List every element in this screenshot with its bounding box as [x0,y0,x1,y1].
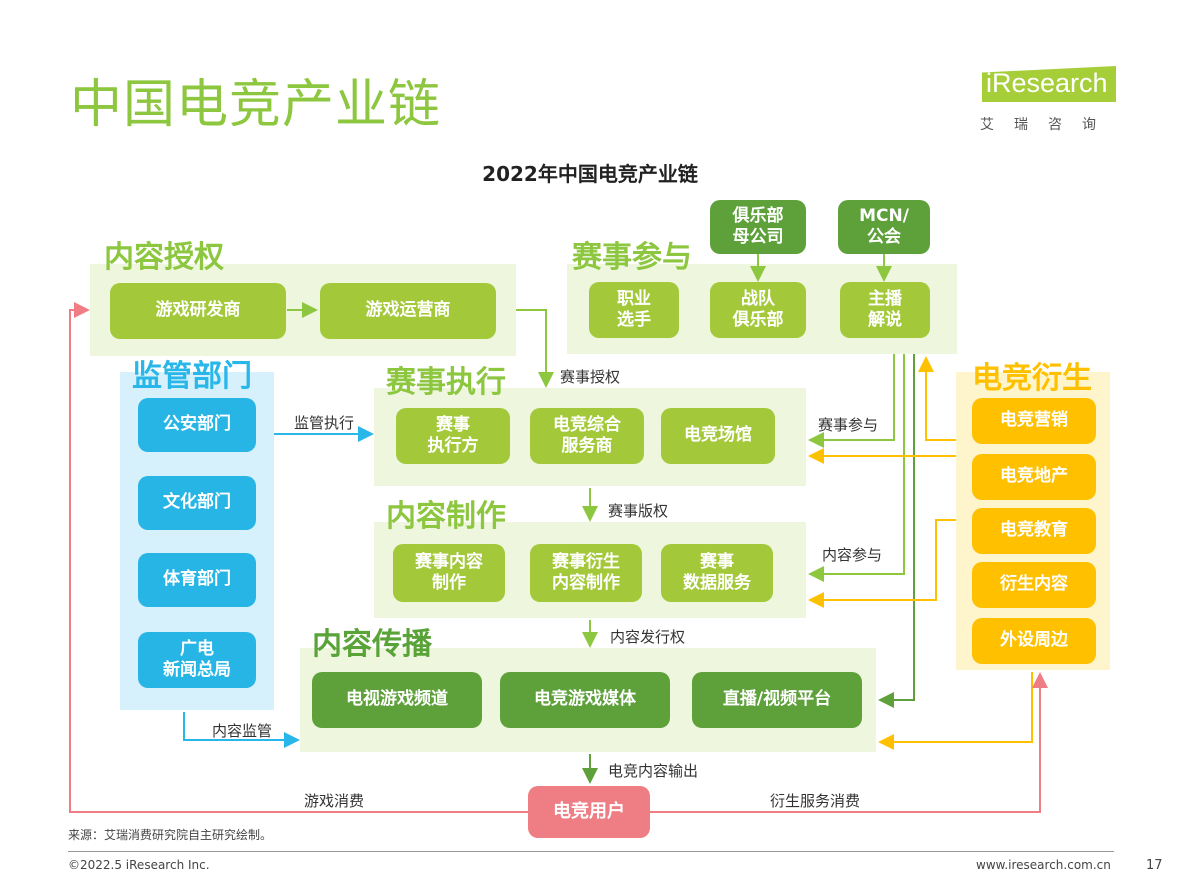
node-culture-department: 文化部门 [138,476,256,530]
node-game-operator: 游戏运营商 [320,283,496,339]
node-club-parent-company: 俱乐部 母公司 [710,200,806,254]
node-tv-game-channel: 电视游戏频道 [312,672,482,728]
logo-subtitle: 艾瑞咨询 [980,117,1116,133]
label-content-distribution-right: 内容发行权 [610,628,686,646]
diagram-title: 2022年中国电竞产业链 [482,162,698,186]
node-mcn-guild: MCN/ 公会 [838,200,930,254]
page-number: 17 [1146,858,1163,873]
label-content-participation: 内容参与 [822,546,883,564]
node-sports-department: 体育部门 [138,553,256,607]
node-streamer-commentator: 主播 解说 [840,282,930,338]
node-esports-game-media: 电竞游戏媒体 [500,672,670,728]
source-note: 来源：艾瑞消费研究院自主研究绘制。 [68,828,273,842]
label-event-license: 赛事授权 [560,368,621,386]
section-title-derivatives: 电竞衍生 [972,361,1092,396]
section-title-content-distribution: 内容传播 [312,627,432,662]
page-title: 中国电竞产业链 [70,75,442,135]
section-title-event-execution: 赛事执行 [386,365,506,400]
label-game-consumption: 游戏消费 [304,792,365,810]
node-derivative-content-production: 赛事衍生 内容制作 [530,544,642,602]
node-esports-real-estate: 电竞地产 [972,454,1096,500]
node-esports-venue: 电竞场馆 [661,408,775,464]
section-title-content-production: 内容制作 [386,499,506,534]
node-pro-player: 职业 选手 [589,282,679,338]
node-derivative-content: 衍生内容 [972,562,1096,608]
label-event-participation: 赛事参与 [818,416,879,434]
node-event-data-service: 赛事 数据服务 [661,544,773,602]
node-live-video-platform: 直播/视频平台 [692,672,862,728]
logo-bar [982,66,1116,102]
label-event-copyright: 赛事版权 [608,502,669,520]
section-title-event-participation: 赛事参与 [572,240,692,275]
node-public-security: 公安部门 [138,398,256,452]
node-esports-marketing: 电竞营销 [972,398,1096,444]
node-event-content-production: 赛事内容 制作 [393,544,505,602]
logo-text: iResearch [986,68,1108,98]
label-derivative-consumption: 衍生服务消费 [770,792,861,810]
node-radio-tv-administration: 广电 新闻总局 [138,632,256,688]
copyright: ©2022.5 iResearch Inc. [68,858,210,872]
node-peripherals: 外设周边 [972,618,1096,664]
footer-divider [68,851,1114,852]
node-event-executor: 赛事 执行方 [396,408,510,464]
label-regulation-execution: 监管执行 [294,414,355,432]
node-esports-education: 电竞教育 [972,508,1096,554]
node-esports-service-provider: 电竞综合 服务商 [530,408,644,464]
website-link[interactable]: www.iresearch.com.cn [976,858,1111,872]
section-title-content-license: 内容授权 [104,240,224,275]
node-esports-users: 电竞用户 [528,786,650,838]
label-content-supervision: 内容监管 [212,722,273,740]
node-game-developer: 游戏研发商 [110,283,286,339]
label-content-output: 电竞内容输出 [608,762,699,780]
section-title-regulation: 监管部门 [132,359,252,394]
node-team-club: 战队 俱乐部 [710,282,806,338]
